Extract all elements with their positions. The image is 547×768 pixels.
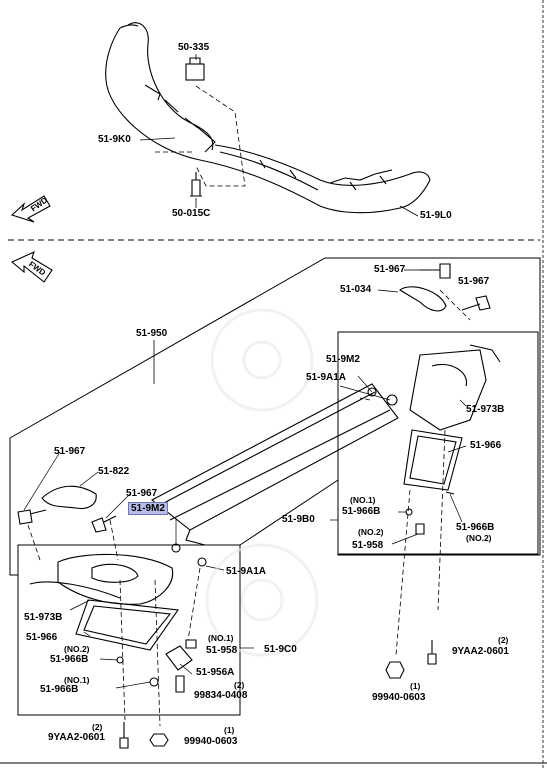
label-51-966b-right: 51-966B <box>342 506 381 517</box>
label-qty-1-right: (1) <box>410 681 421 691</box>
label-51-966-right: 51-966 <box>470 440 502 451</box>
clip-50-015c-part <box>190 172 202 197</box>
label-no1-right: (NO.1) <box>350 495 376 505</box>
spoiler-left-part <box>105 22 431 214</box>
washer-966b-right <box>405 508 413 516</box>
label-51-966b-right-no2: 51-966B <box>456 522 495 533</box>
gasket-right-part <box>403 429 463 491</box>
label-51-9m2-top: 51-9M2 <box>326 354 360 365</box>
label-51-950: 51-950 <box>136 328 168 339</box>
clip-50-335-part <box>185 57 205 81</box>
label-51-967-mid: 51-967 <box>126 488 158 499</box>
label-no2-right-b: (NO.2) <box>466 533 492 543</box>
label-qty-1-left: (1) <box>224 725 235 735</box>
label-9yaa2-0601-left: 9YAA2-0601 <box>48 732 105 743</box>
label-51-973b-right: 51-973B <box>466 404 505 415</box>
label-9yaa2-0601-right: 9YAA2-0601 <box>452 646 509 657</box>
label-50-335: 50-335 <box>178 42 210 53</box>
bracket-right-part <box>409 344 501 431</box>
spoiler-blade-part <box>150 383 399 546</box>
label-51-973b-left: 51-973B <box>24 612 63 623</box>
label-qty-2-a: (2) <box>234 680 245 690</box>
bracket-left-part <box>29 553 174 605</box>
bolt-51-967-left-part <box>17 509 47 525</box>
label-51-966b-left-no1: 51-966B <box>40 684 79 695</box>
bolt-51-967-mid-part <box>91 515 117 533</box>
watermark-emblem-icon <box>205 308 319 657</box>
label-99834-0408: 99834-0408 <box>194 690 248 701</box>
bolt-51-967-top-part <box>420 263 451 279</box>
label-99940-0603-right: 99940-0603 <box>372 692 426 703</box>
label-99940-0603-left: 99940-0603 <box>184 736 238 747</box>
bolt-9yaa2-left-part <box>119 722 129 749</box>
cap-51-822-part <box>41 485 97 510</box>
mount-box-right <box>337 331 539 555</box>
fwd-arrow-mid-icon <box>10 250 53 283</box>
label-51-9b0: 51-9B0 <box>282 514 315 525</box>
label-no1-left: (NO.1) <box>64 675 90 685</box>
label-51-967-left: 51-967 <box>54 446 86 457</box>
label-51-966-left: 51-966 <box>26 632 58 643</box>
label-51-822: 51-822 <box>98 466 130 477</box>
bolt-51-967-right-part <box>461 295 491 311</box>
spoiler-right-part <box>214 144 431 191</box>
label-51-9a1a-bottom: 51-9A1A <box>226 566 267 577</box>
label-51-958-right: 51-958 <box>352 540 384 551</box>
nut-99940-left-part <box>149 733 169 747</box>
gasket-left-part <box>75 599 179 651</box>
label-51-967-top: 51-967 <box>374 264 406 275</box>
label-no2-left: (NO.2) <box>64 644 90 654</box>
label-qty-2-right: (2) <box>498 635 509 645</box>
fwd-arrow-top-icon <box>10 195 51 223</box>
label-51-956a: 51-956A <box>196 667 235 678</box>
label-51-9m2-highlighted[interactable]: 51-9M2 <box>128 502 168 515</box>
label-51-9l0: 51-9L0 <box>420 210 452 221</box>
label-51-966b-left-no2: 51-966B <box>50 654 89 665</box>
label-51-9k0: 51-9K0 <box>98 134 131 145</box>
label-51-967-right: 51-967 <box>458 276 490 287</box>
label-no2-right: (NO.2) <box>358 527 384 537</box>
label-51-9c0: 51-9C0 <box>264 644 297 655</box>
label-qty-2-left: (2) <box>92 722 103 732</box>
label-51-034: 51-034 <box>340 284 372 295</box>
nut-99940-right-part <box>385 661 405 679</box>
label-50-015c: 50-015C <box>172 208 211 219</box>
bolt-9yaa2-right-part <box>427 640 437 665</box>
label-51-9a1a-top: 51-9A1A <box>306 372 347 383</box>
label-no1-958: (NO.1) <box>208 633 234 643</box>
label-51-958-left: 51-958 <box>206 645 238 656</box>
bracket-51-034-part <box>399 286 447 312</box>
